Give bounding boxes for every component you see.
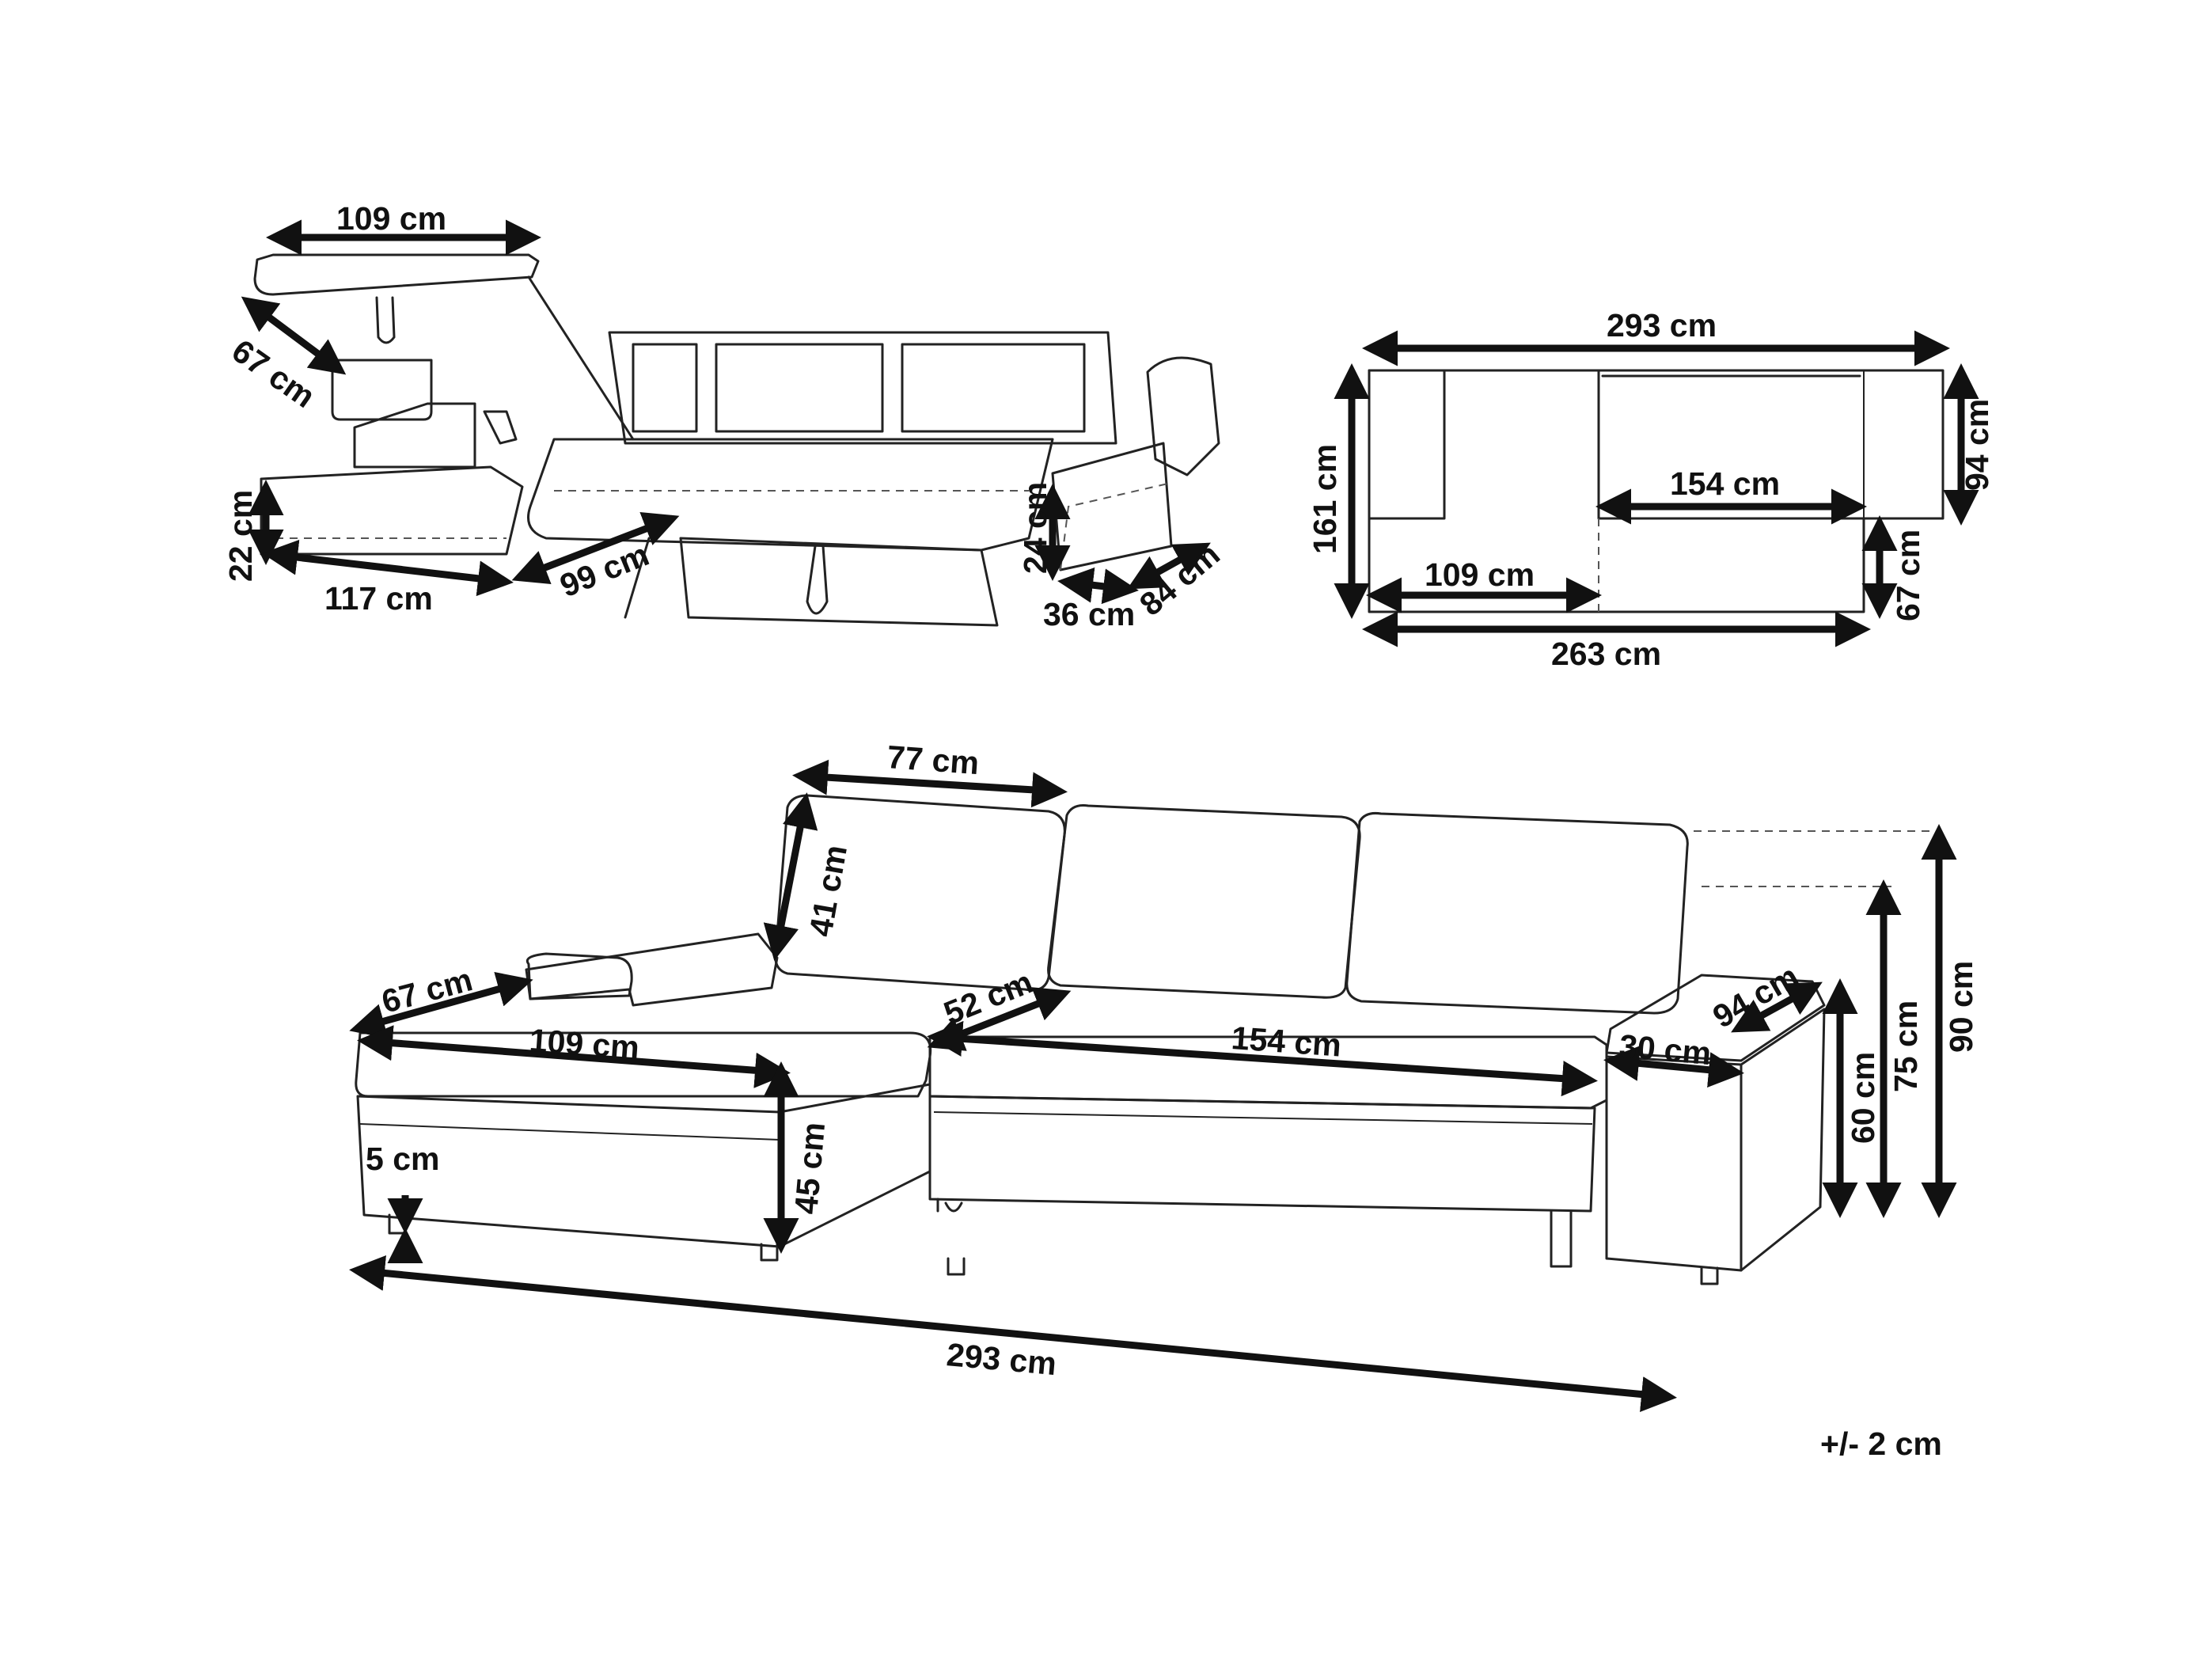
chaise-arm-bolster (525, 932, 779, 1007)
dim-label: 293 cm (1607, 307, 1717, 344)
dim-label: 94 cm (1959, 399, 1995, 491)
leg (1700, 1266, 1719, 1285)
dim-label: 154 cm (1670, 465, 1780, 502)
dim-arrow (927, 1020, 1598, 1097)
back-cushion-middle (1047, 804, 1361, 999)
main-base (928, 1095, 1596, 1213)
dim-arrow (511, 511, 680, 585)
back-frame (608, 331, 1117, 445)
dim-arrow (1127, 542, 1211, 590)
pull-out-frame (679, 537, 999, 627)
dim-label: 36 cm (1043, 596, 1135, 632)
plan-view-dimensions: 293 cm 94 cm 154 cm 161 cm 109 cm 67 cm … (1307, 307, 1995, 672)
dim-arrow (1731, 981, 1823, 1033)
chaise-seam (359, 1123, 780, 1141)
bed-mattress (527, 438, 1054, 552)
storage-box (331, 359, 433, 421)
dim-label: 154 cm (1230, 1019, 1342, 1064)
dim-arrow (1057, 567, 1139, 605)
dim-label: 67 cm (1890, 530, 1926, 621)
dim-label: 161 cm (1307, 444, 1343, 554)
dim-label: 22 cm (222, 490, 259, 582)
caster (1550, 1209, 1573, 1268)
dim-arrow (349, 1255, 1677, 1412)
main-base-seam (933, 1111, 1593, 1125)
dim-label: 45 cm (787, 1121, 832, 1216)
storage-lid (253, 253, 540, 296)
dim-label: 90 cm (1943, 961, 1979, 1053)
dim-label: 94 cm (1707, 958, 1805, 1035)
strut-bracket (483, 410, 518, 445)
back-cushion-2 (715, 343, 884, 433)
dim-label: 77 cm (886, 738, 980, 781)
chaise-base (260, 465, 524, 556)
dim-label: 30 cm (1618, 1027, 1713, 1072)
leg (947, 1257, 966, 1276)
front-view-dimensions: 77 cm 41 cm 67 cm 109 cm 52 cm 154 cm 94… (349, 738, 1979, 1412)
dim-label: 41 cm (802, 842, 854, 939)
back-cushion-3 (901, 343, 1086, 433)
back-cushion-right (1345, 812, 1689, 1015)
plan-chaise-arm (1368, 369, 1446, 520)
dim-label: 24 cm (1017, 482, 1053, 574)
dim-label: 60 cm (1845, 1052, 1881, 1144)
dim-label: 109 cm (528, 1022, 640, 1066)
dim-arrow (357, 1025, 791, 1088)
chaise-headrest (525, 952, 633, 1000)
dim-arrow (262, 539, 514, 597)
dim-label: 109 cm (336, 200, 446, 237)
dim-arrow (792, 759, 1068, 808)
dim-arrow (349, 972, 533, 1038)
dim-label: 5 cm (366, 1141, 439, 1177)
dim-label: 263 cm (1551, 636, 1661, 672)
lid-handle (375, 296, 396, 344)
dim-arrow (241, 296, 347, 375)
dim-label: 109 cm (1425, 556, 1535, 593)
storage-compartment (353, 402, 476, 469)
pull-strap (806, 545, 829, 615)
right-arm-front (1605, 1055, 1743, 1272)
dim-label: 117 cm (324, 580, 433, 617)
tolerance-note: +/- 2 cm (1820, 1426, 1942, 1462)
chaise-seat (355, 1031, 932, 1098)
right-arm-side (1740, 1008, 1826, 1272)
dim-arrow (1603, 1045, 1744, 1088)
caster (936, 1198, 963, 1213)
back-cushion-1 (632, 343, 698, 433)
armrest (1146, 356, 1220, 476)
dim-arrow (763, 792, 818, 961)
side-box (1051, 442, 1173, 571)
dim-label: 293 cm (945, 1336, 1058, 1382)
gas-strut (527, 275, 635, 441)
dim-label: 75 cm (1888, 1000, 1924, 1092)
